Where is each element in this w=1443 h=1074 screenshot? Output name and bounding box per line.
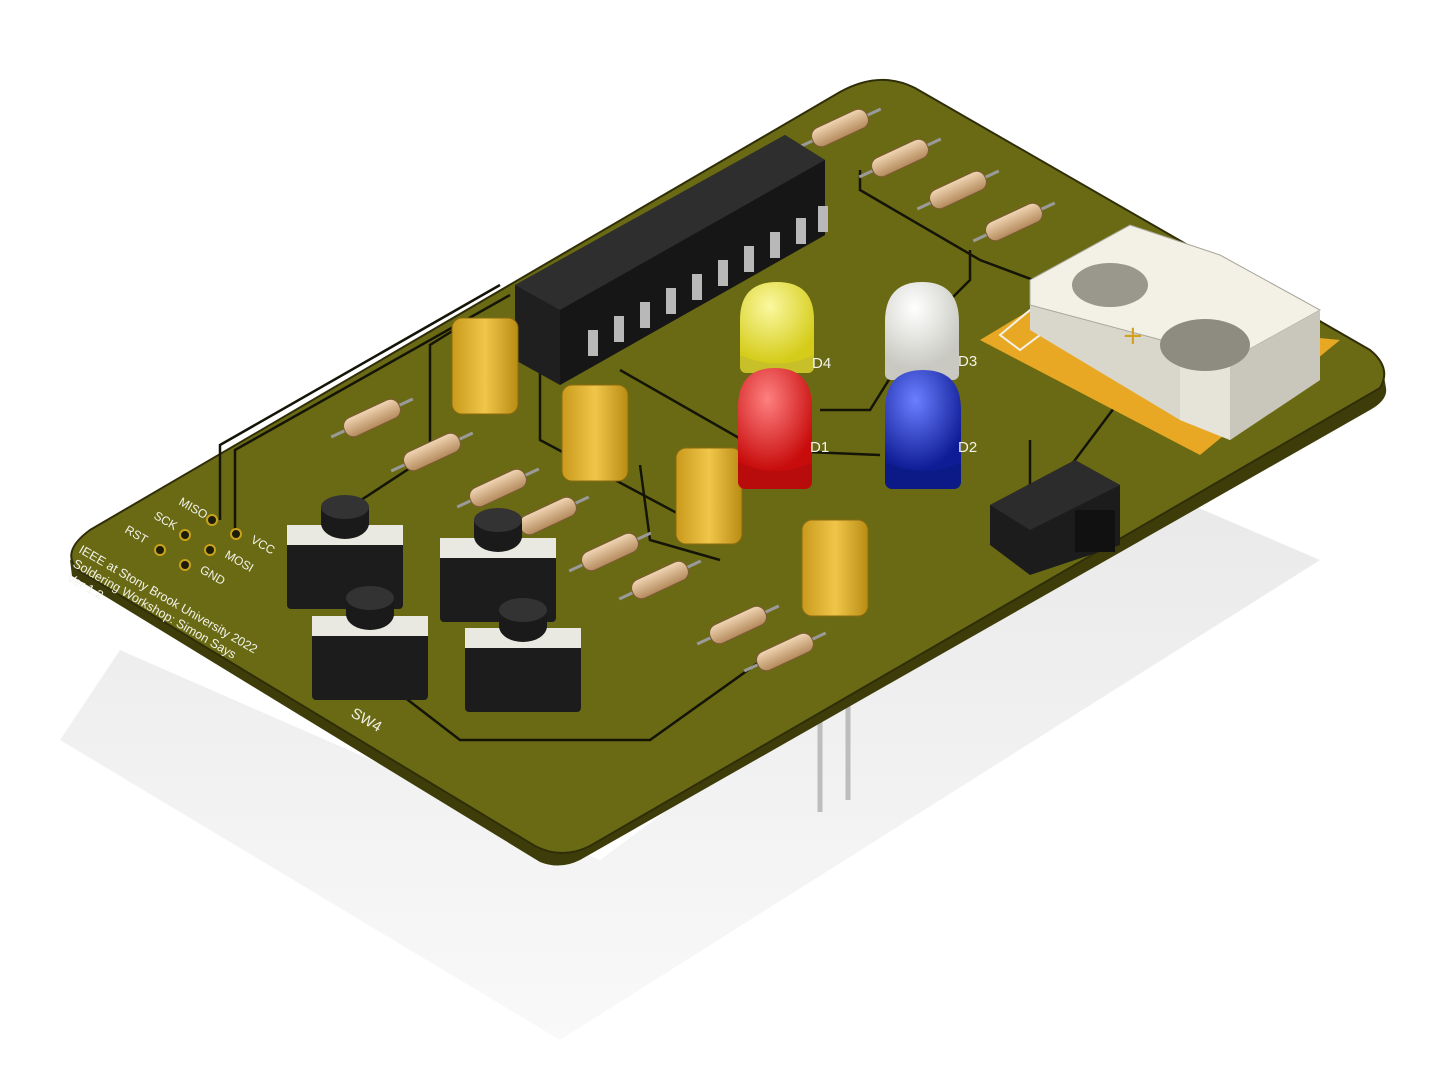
capacitor	[675, 447, 743, 545]
microcontroller-ic	[515, 135, 828, 385]
resistor	[798, 107, 882, 149]
refdes-d1: D1	[810, 439, 829, 456]
resistor	[456, 467, 540, 509]
icsp-header-pads	[154, 514, 242, 571]
led-red	[738, 368, 812, 489]
led-white	[885, 282, 959, 380]
slide-switch	[990, 460, 1120, 575]
resistor	[916, 169, 1000, 211]
battery-holder: +	[1029, 224, 1322, 440]
resistor-group-lower	[330, 397, 827, 673]
refdes-d4: D4	[812, 355, 831, 372]
ic-pins	[588, 206, 828, 356]
led-yellow	[740, 282, 814, 373]
refdes-d2: D2	[958, 439, 977, 456]
capacitor	[561, 384, 629, 482]
resistor	[743, 631, 827, 673]
resistor	[568, 531, 652, 573]
tactile-button	[465, 598, 581, 712]
resistor-group-top	[798, 107, 1056, 243]
resistor	[858, 137, 942, 179]
board-shadow	[60, 500, 1320, 1040]
resistor	[696, 604, 780, 646]
capacitor	[451, 317, 519, 415]
tactile-button	[312, 586, 428, 700]
resistor	[390, 431, 474, 473]
pcb-edge	[70, 376, 1387, 866]
battery-plus-mark: +	[1122, 321, 1144, 351]
resistor	[972, 201, 1056, 243]
capacitor-group	[451, 317, 869, 617]
resistor	[330, 397, 414, 439]
resistor	[618, 559, 702, 601]
capacitor	[801, 519, 869, 617]
led-blue	[885, 370, 961, 489]
refdes-d3: D3	[958, 353, 977, 370]
